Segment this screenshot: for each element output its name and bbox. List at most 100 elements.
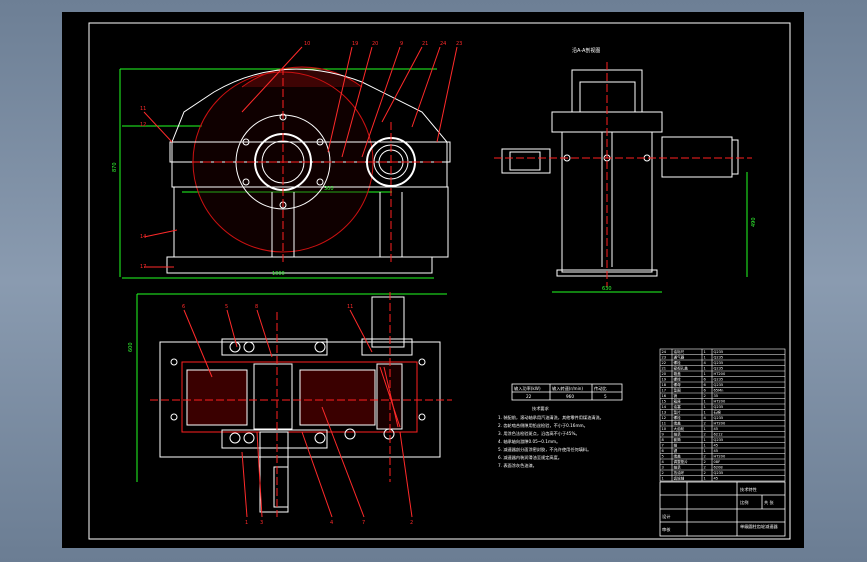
- balloon: 5: [225, 304, 228, 310]
- tech-req-line: 1. 装配前，滚动轴承用汽油清洗，其他零件用煤油清洗。: [498, 414, 604, 421]
- parts-cell: HT200: [714, 372, 726, 376]
- parts-cell: 35: [714, 394, 719, 398]
- tech-req-line: 6. 减速器内装润滑油至规定高度。: [498, 454, 562, 461]
- parts-cell: 窥视孔盖: [674, 366, 689, 371]
- parts-cell: 9: [662, 433, 665, 437]
- parts-cell: 油塞: [674, 404, 682, 409]
- parts-note: 技术特性: [740, 486, 757, 493]
- title-scale: 比例: [740, 499, 748, 506]
- balloon: 3: [260, 520, 263, 526]
- spec-value: 960: [566, 394, 574, 399]
- parts-cell: 4: [704, 361, 707, 365]
- balloon: 9: [400, 41, 403, 47]
- parts-cell: 45: [714, 477, 719, 481]
- parts-cell: 7: [662, 444, 664, 448]
- cad-drawing-sheet: 10 19 20 9 21 24 23 11 12 14 17 1000 300…: [88, 22, 791, 540]
- parts-cell: 2: [704, 455, 706, 459]
- side-view: [494, 62, 752, 293]
- spec-value: 22: [526, 394, 532, 399]
- parts-cell: 轴承: [674, 432, 682, 437]
- parts-cell: Q235: [714, 356, 724, 360]
- title-checked: 审核: [662, 526, 671, 533]
- parts-cell: 6: [704, 378, 707, 382]
- parts-cell: 端盖: [674, 421, 682, 426]
- parts-cell: Q235: [714, 471, 724, 475]
- dim-base-width: 600: [128, 342, 134, 352]
- parts-cell: 23: [662, 356, 667, 360]
- balloon: 4: [330, 520, 333, 526]
- parts-cell: Q235: [714, 378, 724, 382]
- balloon: 23: [456, 41, 462, 47]
- balloon: 12: [140, 122, 146, 128]
- tech-req-line: 2. 齿轮啮合侧隙用铅丝检验，不小于0.16mm。: [498, 422, 588, 429]
- tech-requirements: 技术要求 1. 装配前，滚动轴承用汽油清洗，其他零件用煤油清洗。 2. 齿轮啮合…: [498, 405, 604, 469]
- drawing-viewport[interactable]: 10 19 20 9 21 24 23 11 12 14 17 1000 300…: [62, 12, 804, 548]
- parts-cell: 11: [662, 422, 667, 426]
- parts-cell: 45: [714, 444, 719, 448]
- parts-cell: 16: [662, 394, 667, 398]
- parts-cell: 1: [704, 438, 706, 442]
- title-block: [659, 481, 786, 537]
- parts-cell: Q235: [714, 416, 724, 420]
- spec-header: 传动比: [594, 385, 607, 392]
- tech-req-line: 5. 减速器剖分面涂密封胶，不允许使用任何填料。: [498, 446, 591, 453]
- front-view: [119, 46, 458, 279]
- parts-cell: 45: [714, 449, 719, 453]
- parts-cell: 1: [704, 427, 706, 431]
- parts-cell: 3: [662, 466, 664, 470]
- parts-cell: 4: [704, 416, 707, 420]
- spec-header: 输入转速(r/min): [552, 385, 583, 392]
- parts-cell: 1: [704, 449, 706, 453]
- parts-cell: 端盖: [674, 454, 682, 459]
- tech-req-line: 4. 轴承轴向游隙0.05~0.1mm。: [498, 438, 560, 445]
- parts-cell: 套筒: [674, 437, 682, 442]
- balloon: 11: [347, 304, 353, 310]
- parts-cell: 15: [662, 400, 667, 404]
- parts-cell: 垫圈: [674, 388, 682, 393]
- parts-cell: 油标尺: [674, 349, 685, 354]
- parts-cell: 1: [704, 400, 706, 404]
- parts-cell: 调整垫片: [674, 459, 689, 464]
- parts-cell: 20: [662, 372, 667, 376]
- balloon: 1: [245, 520, 248, 526]
- parts-cell: 1: [704, 405, 706, 409]
- balloon: 19: [352, 41, 358, 47]
- parts-cell: 4: [662, 460, 665, 464]
- parts-cell: Q235: [714, 438, 724, 442]
- balloon: 8: [255, 304, 258, 310]
- title-drawn: 设计: [662, 513, 670, 520]
- parts-cell: 1: [704, 372, 706, 376]
- parts-cell: 6: [704, 383, 707, 387]
- parts-cell: 螺栓: [674, 360, 682, 365]
- balloon: 20: [372, 41, 378, 47]
- parts-cell: 1: [704, 477, 706, 481]
- parts-cell: 08F: [714, 460, 721, 464]
- parts-cell: 销: [674, 393, 678, 398]
- parts-cell: 2: [704, 394, 706, 398]
- parts-cell: 螺栓: [674, 377, 682, 382]
- balloon: 7: [362, 520, 365, 526]
- parts-cell: 6: [704, 389, 707, 393]
- parts-cell: 8: [662, 438, 665, 442]
- parts-cell: 键: [674, 448, 678, 453]
- parts-cell: Q235: [714, 405, 724, 409]
- parts-cell: 2: [704, 460, 706, 464]
- parts-cell: 齿轮轴: [674, 476, 685, 481]
- parts-cell: 螺栓: [674, 415, 682, 420]
- parts-cell: 1: [662, 477, 664, 481]
- balloon: 17: [140, 264, 146, 270]
- title-name: 单级圆柱齿轮减速器: [740, 523, 779, 530]
- parts-cell: 通气器: [674, 355, 685, 360]
- parts-cell: 大齿轮: [674, 426, 685, 431]
- parts-cell: 2: [704, 471, 706, 475]
- plan-view: [136, 292, 452, 518]
- parts-cell: 1: [704, 350, 706, 354]
- dim-center-distance: 300: [324, 186, 334, 192]
- spec-table: [511, 383, 623, 401]
- parts-cell: 1: [704, 444, 706, 448]
- parts-cell: 箱座: [674, 399, 682, 404]
- balloon: 24: [440, 41, 446, 47]
- parts-cell: 2: [662, 471, 664, 475]
- parts-cell: Q235: [714, 361, 724, 365]
